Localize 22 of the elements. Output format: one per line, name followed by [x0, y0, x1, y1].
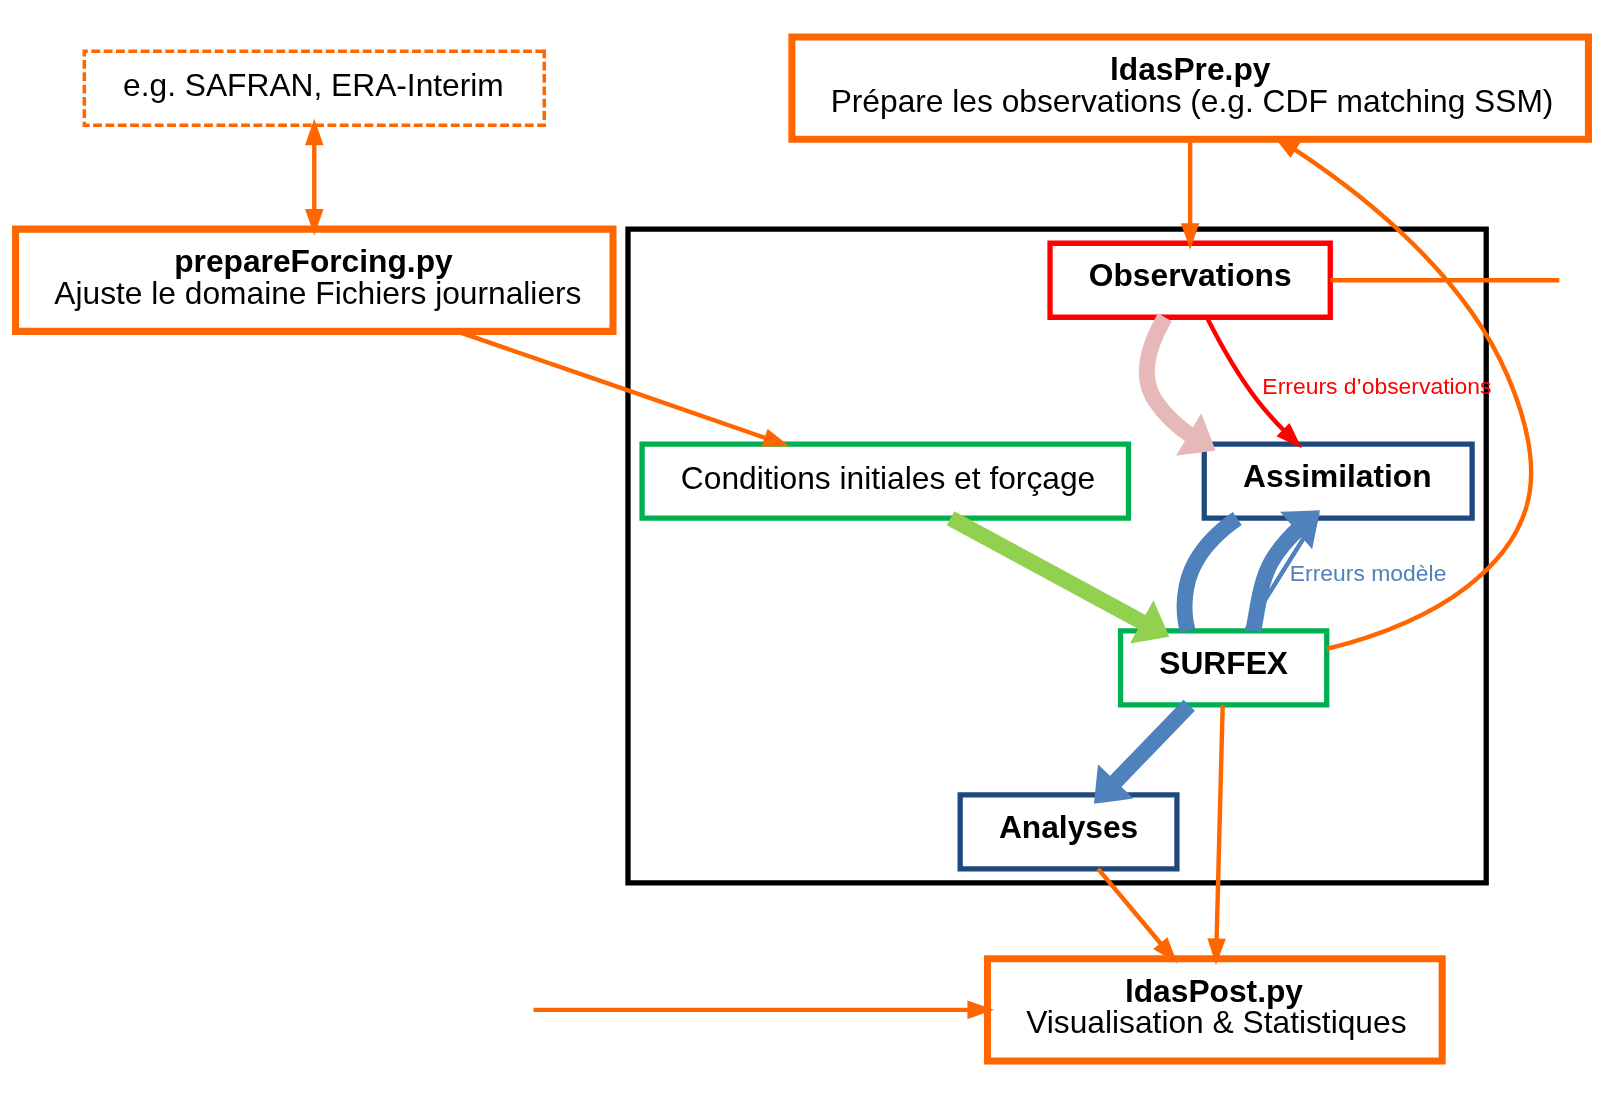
node-box: ldasPost.py Visualisation & Statistiques	[983, 955, 1446, 1065]
node-box: ldasPre.py Prépare les observations (e.g. CDF matching SSM)	[788, 33, 1592, 143]
cluster	[625, 226, 1489, 886]
arrow	[946, 511, 1170, 644]
node-box: prepareForcing.py Ajuste le domaine Fichiers journaliers	[12, 225, 617, 335]
arrow	[1139, 313, 1216, 456]
node-box: SURFEX	[1117, 628, 1330, 708]
node-box: Assimilation	[1201, 441, 1475, 521]
arrow	[1180, 139, 1200, 250]
arrow	[305, 118, 324, 236]
arrow	[1273, 135, 1534, 652]
node-box: Conditions initiales et forçage	[639, 441, 1132, 521]
arrow	[1205, 316, 1302, 449]
connector	[1330, 278, 1560, 283]
node-box: Analyses	[957, 792, 1180, 872]
arrow	[1096, 867, 1178, 964]
arrow	[533, 1000, 994, 1020]
arrow	[1093, 699, 1195, 804]
edge-label: Erreurs modèle	[1289, 559, 1447, 586]
arrow	[1207, 705, 1226, 965]
node-box: e.g. SAFRAN, ERA-Interim	[82, 49, 546, 127]
node-box: Observations	[1047, 240, 1333, 320]
